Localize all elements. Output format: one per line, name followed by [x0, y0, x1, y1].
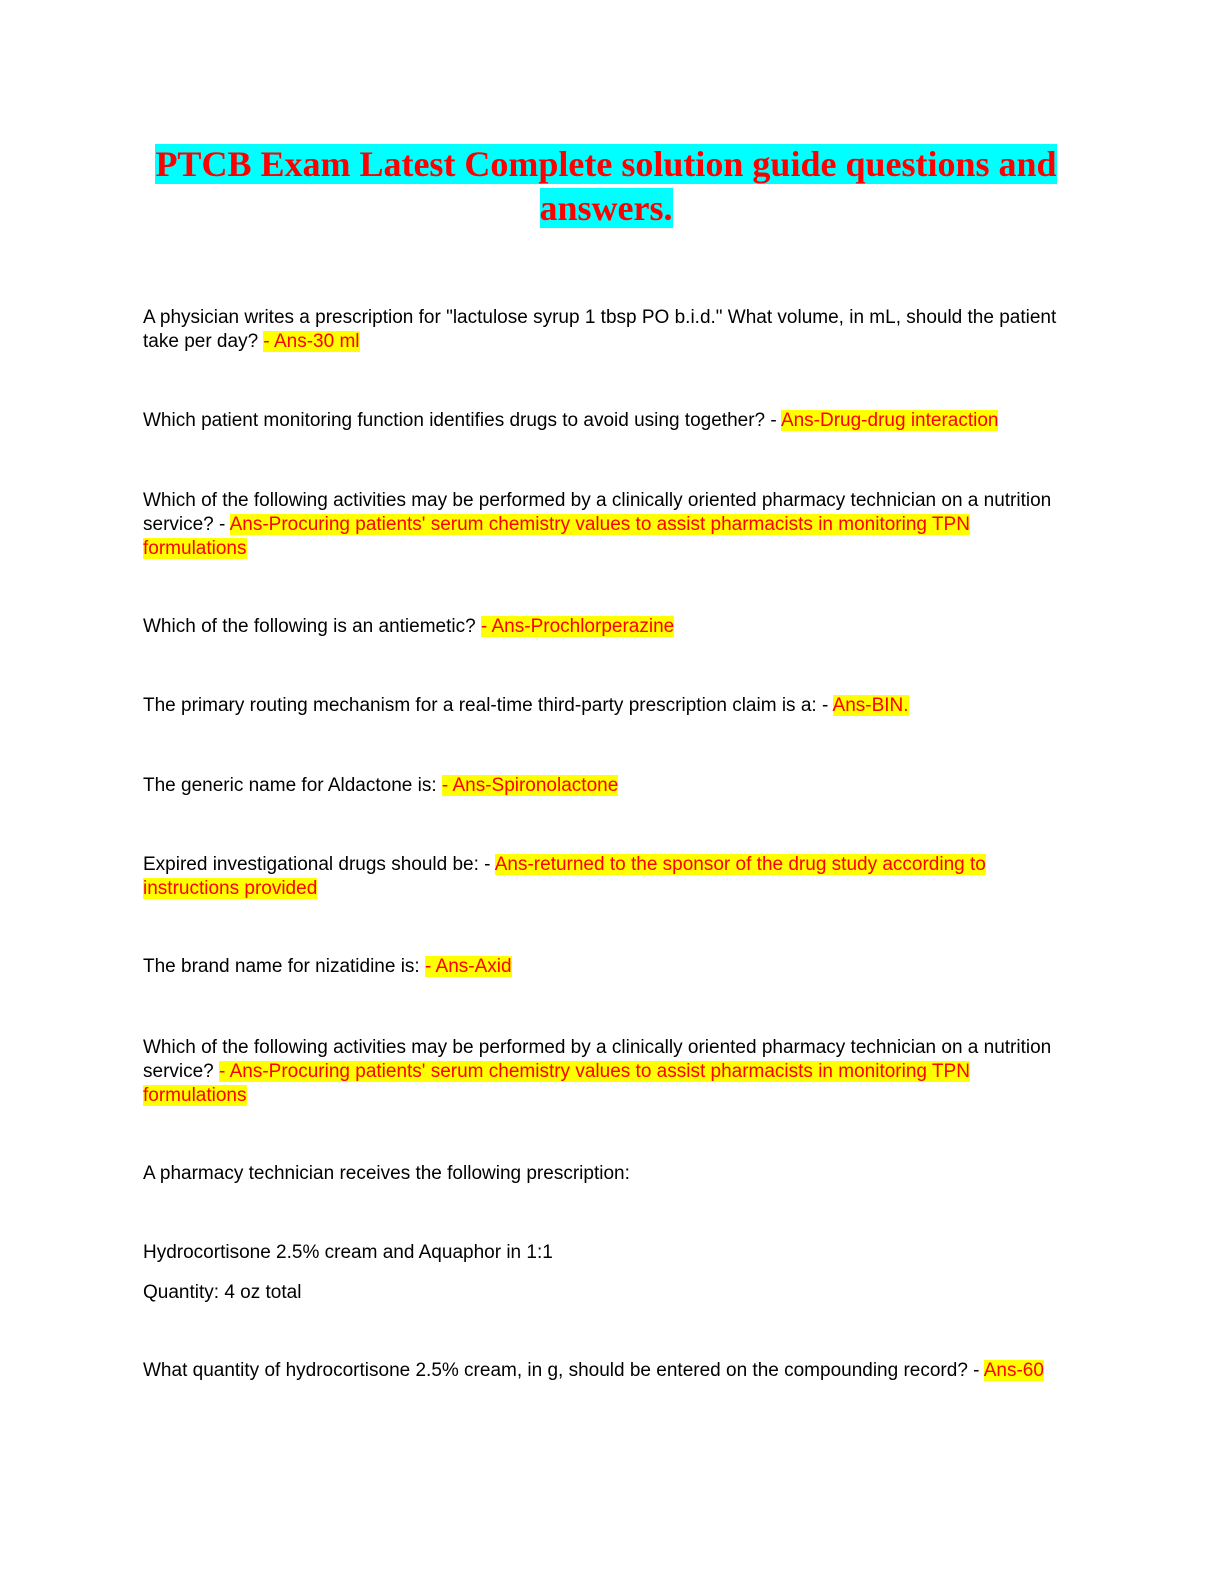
qa-item: The generic name for Aldactone is: - Ans… [143, 775, 619, 796]
qa-item: Which of the following activities may be… [143, 1037, 1052, 1106]
answer: - Ans-Spironolactone [441, 775, 619, 796]
qa-item: What quantity of hydrocortisone 2.5% cre… [143, 1360, 1044, 1381]
qa-item: Expired investigational drugs should be:… [143, 854, 986, 899]
rx-intro: A pharmacy technician receives the follo… [143, 1163, 630, 1184]
qa-item: A physician writes a prescription for "l… [143, 307, 1057, 352]
qa-item: Which of the following is an antiemetic?… [143, 616, 675, 637]
qa-item: Which patient monitoring function identi… [143, 410, 999, 431]
qa-item: The brand name for nizatidine is: - Ans-… [143, 956, 512, 977]
document-title: PTCB Exam Latest Complete solution guide… [155, 144, 1057, 228]
answer: Ans-60 [983, 1360, 1044, 1381]
answer: Ans-BIN. [832, 695, 909, 716]
qa-item: Which of the following activities may be… [143, 490, 1052, 559]
answer: - Ans-Procuring patients' serum chemistr… [143, 1061, 970, 1106]
answer: Ans-Procuring patients' serum chemistry … [143, 514, 970, 559]
answer: - Ans-Axid [425, 956, 512, 977]
rx-line: Quantity: 4 oz total [143, 1282, 302, 1303]
answer: Ans-Drug-drug interaction [780, 410, 999, 431]
qa-item: The primary routing mechanism for a real… [143, 695, 909, 716]
answer: - Ans-30 ml [263, 331, 360, 352]
rx-line: Hydrocortisone 2.5% cream and Aquaphor i… [143, 1242, 553, 1263]
answer: - Ans-Prochlorperazine [480, 616, 675, 637]
